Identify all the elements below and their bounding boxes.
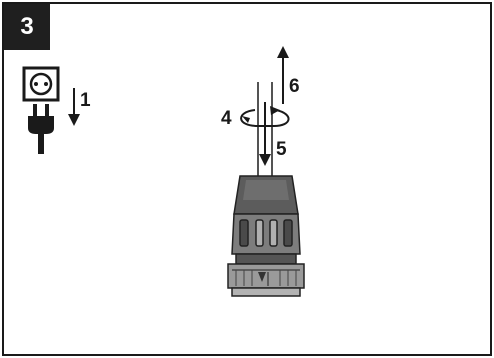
label-push-in: 5 (276, 139, 287, 160)
label-rotate: 4 (221, 108, 232, 129)
label-pull-out: 6 (289, 76, 300, 97)
power-socket-icon (22, 66, 60, 102)
drill-chuck (227, 175, 305, 297)
step-number: 3 (20, 13, 34, 40)
step-number-badge: 3 (4, 4, 50, 50)
power-plug-icon (28, 104, 54, 154)
label-unplug: 1 (80, 90, 91, 111)
